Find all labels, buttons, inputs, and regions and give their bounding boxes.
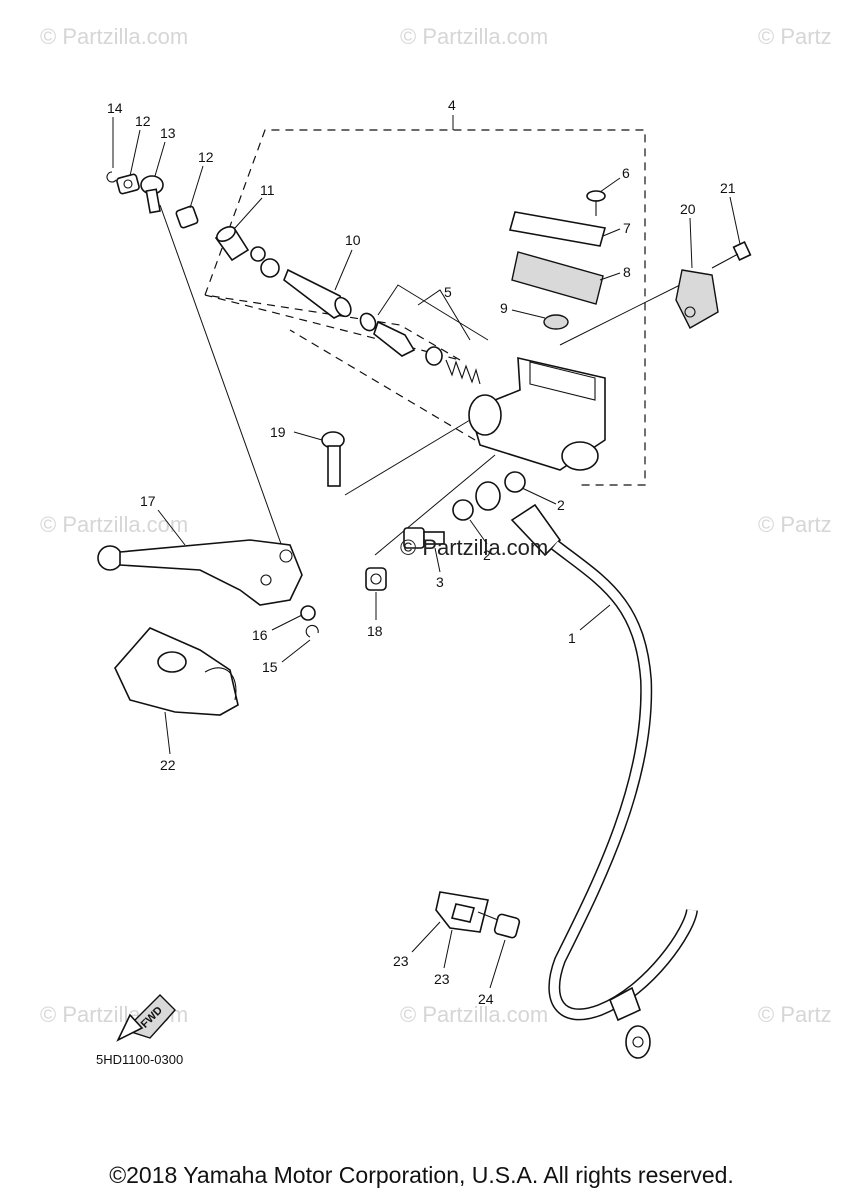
callout-8: 8: [623, 264, 631, 280]
callout-2: 2: [483, 547, 491, 563]
nut-part-18: [365, 567, 387, 591]
callout-9: 9: [500, 300, 508, 316]
center-watermark: © Partzilla.com: [400, 535, 549, 560]
collar-part-12: [175, 205, 199, 229]
callout-12: 12: [135, 113, 151, 129]
callout-16: 16: [252, 627, 268, 643]
clutch-hose-part-1: [510, 503, 698, 1059]
watermark: © Partzilla.com: [40, 512, 189, 537]
bolt-part-21: [711, 241, 752, 269]
grommet-part-9: [543, 314, 569, 330]
piston-kit-part-5: [359, 284, 489, 385]
copper-washer-part-2: [504, 471, 526, 493]
watermark: © Partz: [758, 1002, 832, 1027]
union-bolt-part-3: [403, 527, 445, 549]
diaphragm-part-8: [511, 251, 604, 305]
push-rod-part-10: [283, 268, 352, 319]
callout-12: 12: [198, 149, 214, 165]
callout-14: 14: [107, 100, 123, 116]
callout-15: 15: [262, 659, 278, 675]
dust-boot-part-11: [214, 225, 250, 262]
callout-20: 20: [680, 201, 696, 217]
callout-7: 7: [623, 220, 631, 236]
watermark: © Partz: [758, 512, 832, 537]
watermark: © Partzilla.com: [40, 24, 189, 49]
pivot-bolt-part-13: [140, 175, 164, 214]
watermark: © Partzilla.com: [400, 24, 549, 49]
banjo-fitting: [475, 481, 501, 511]
forward-arrow: [116, 994, 176, 1042]
circlip-part-15: [305, 624, 319, 638]
callout-19: 19: [270, 424, 286, 440]
washer-part-16: [300, 605, 316, 621]
callout-3: 3: [436, 574, 444, 590]
clutch-lever-part-17: [97, 539, 303, 606]
callout-23: 23: [434, 971, 450, 987]
master-cylinder-body: [468, 356, 606, 471]
screw-part-6: [586, 190, 606, 216]
leader-line: [159, 204, 286, 556]
callout-4: 4: [448, 97, 456, 113]
diagram-code: 5HD1100-0300: [96, 1052, 184, 1067]
copper-washer-part-2: [452, 499, 474, 521]
lever-cover-part-22: [114, 627, 239, 716]
leader-line: [374, 454, 496, 556]
callout-17: 17: [140, 493, 156, 509]
watermark: © Partzilla.com: [400, 1002, 549, 1027]
assembly-outline: [204, 129, 646, 486]
callout-22: 22: [160, 757, 176, 773]
callout-6: 6: [622, 165, 630, 181]
clamp-bracket-part-20: [675, 269, 719, 329]
callout-10: 10: [345, 232, 361, 248]
leader-line: [344, 419, 471, 496]
callout-2: 2: [557, 497, 565, 513]
circlip-part-14: [106, 171, 117, 183]
assembly-outline-lower: [289, 329, 476, 441]
callout-5: 5: [444, 284, 452, 300]
bolt-part-19: [321, 431, 345, 487]
nut-part-12: [116, 173, 140, 195]
hose-clamp-part-23: [435, 891, 489, 933]
callout-23: 23: [393, 953, 409, 969]
washer: [260, 258, 280, 278]
washer: [250, 246, 266, 262]
callout-18: 18: [367, 623, 383, 639]
callout-24: 24: [478, 991, 494, 1007]
callout-13: 13: [160, 125, 176, 141]
callout-11: 11: [260, 182, 275, 198]
reservoir-cap-part-7: [508, 211, 607, 247]
copyright-notice: ©2018 Yamaha Motor Corporation, U.S.A. A…: [109, 1162, 734, 1188]
callout-1: 1: [568, 630, 576, 646]
leader-line: [559, 279, 691, 346]
bolt-part-24: [477, 911, 521, 939]
callout-21: 21: [720, 180, 736, 196]
watermark: © Partz: [758, 24, 832, 49]
